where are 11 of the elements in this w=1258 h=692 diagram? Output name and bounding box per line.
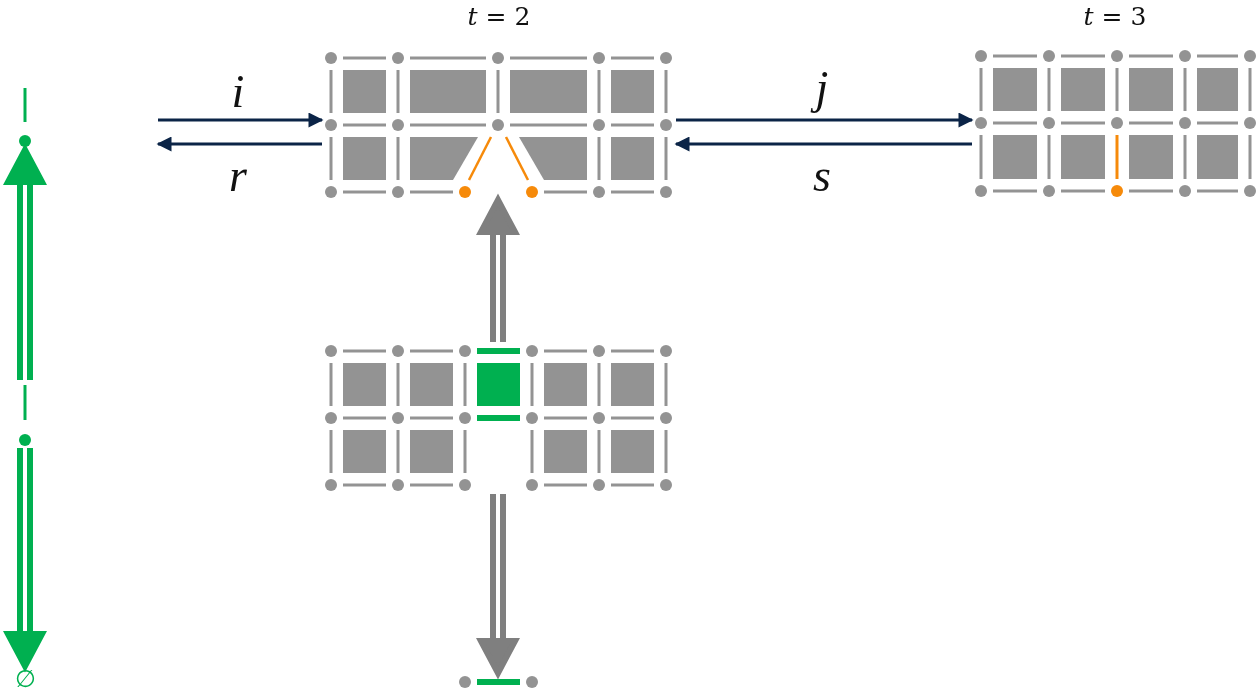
double-arrow (478, 193, 518, 345)
arrow (158, 112, 324, 128)
math-label: t = 3 (1083, 2, 1147, 31)
cell-complex-drawing (456, 673, 540, 691)
double-arrow (5, 445, 45, 673)
math-label: t = 2 (467, 2, 531, 31)
empty-set-symbol: ∅ (15, 666, 36, 692)
arrow (156, 136, 322, 152)
double-arrow (478, 491, 518, 680)
arrow (676, 112, 974, 128)
arrow (674, 136, 972, 152)
